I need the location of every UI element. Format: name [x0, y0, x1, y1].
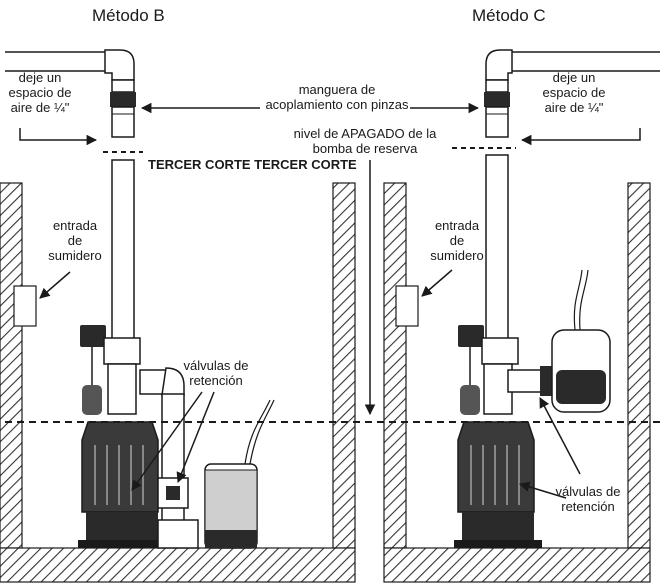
- check-valves-right-line-1: válvulas de: [555, 484, 621, 499]
- method-c-title: Método C: [472, 6, 546, 25]
- third-cut-label: TERCER CORTE TERCER CORTE: [148, 157, 357, 172]
- sump-inlet-label-left: entrada de sumidero: [34, 218, 116, 263]
- left-primary-pump: [78, 325, 166, 548]
- hose-label-line-1: manguera de: [298, 82, 376, 97]
- left-discharge-pipe: [5, 49, 136, 138]
- sump-inlet-right-line-1: entrada: [434, 218, 480, 233]
- hose-label: manguera de acoplamiento con pinzas: [262, 82, 412, 112]
- sump-inlet-right-line-3: sumidero: [430, 248, 484, 263]
- check-valves-left-line-2: retención: [189, 373, 243, 388]
- air-gap-right-line-2: espacio de: [542, 85, 606, 100]
- off-level-label: nivel de APAGADO de la bomba de reserva: [270, 126, 460, 156]
- check-valves-label-left: válvulas de retención: [168, 358, 264, 388]
- hose-label-line-2: acoplamiento con pinzas: [265, 97, 409, 112]
- right-pit: [383, 182, 651, 583]
- air-gap-left-line-2: espacio de: [8, 85, 72, 100]
- sump-inlet-left-line-1: entrada: [52, 218, 98, 233]
- check-valves-left-line-1: válvulas de: [183, 358, 249, 373]
- right-backup-pump: [507, 269, 611, 413]
- air-gap-label-left: deje un espacio de aire de ¼": [2, 70, 78, 115]
- air-gap-left-line-3: aire de ¼": [10, 100, 70, 115]
- left-backup-pump: [139, 367, 275, 549]
- off-level-line-2: bomba de reserva: [312, 141, 418, 156]
- check-valves-right-line-2: retención: [561, 499, 615, 514]
- air-gap-right-line-3: aire de ¼": [544, 100, 604, 115]
- check-valves-label-right: válvulas de retención: [540, 484, 636, 514]
- right-discharge-pipe: [484, 49, 660, 138]
- method-b-title: Método B: [92, 6, 165, 25]
- off-level-line-1: nivel de APAGADO de la: [293, 126, 437, 141]
- sump-inlet-left-line-3: sumidero: [48, 248, 102, 263]
- sump-inlet-right-line-2: de: [449, 233, 465, 248]
- right-primary-pump: [454, 325, 542, 548]
- air-gap-label-right: deje un espacio de aire de ¼": [534, 70, 614, 115]
- pointer-arrows: [19, 102, 641, 499]
- air-gap-right-line-1: deje un: [552, 70, 596, 85]
- air-gap-left-line-1: deje un: [18, 70, 62, 85]
- sump-inlet-label-right: entrada de sumidero: [416, 218, 498, 263]
- left-pit: [0, 182, 356, 583]
- sump-inlet-left-line-2: de: [67, 233, 83, 248]
